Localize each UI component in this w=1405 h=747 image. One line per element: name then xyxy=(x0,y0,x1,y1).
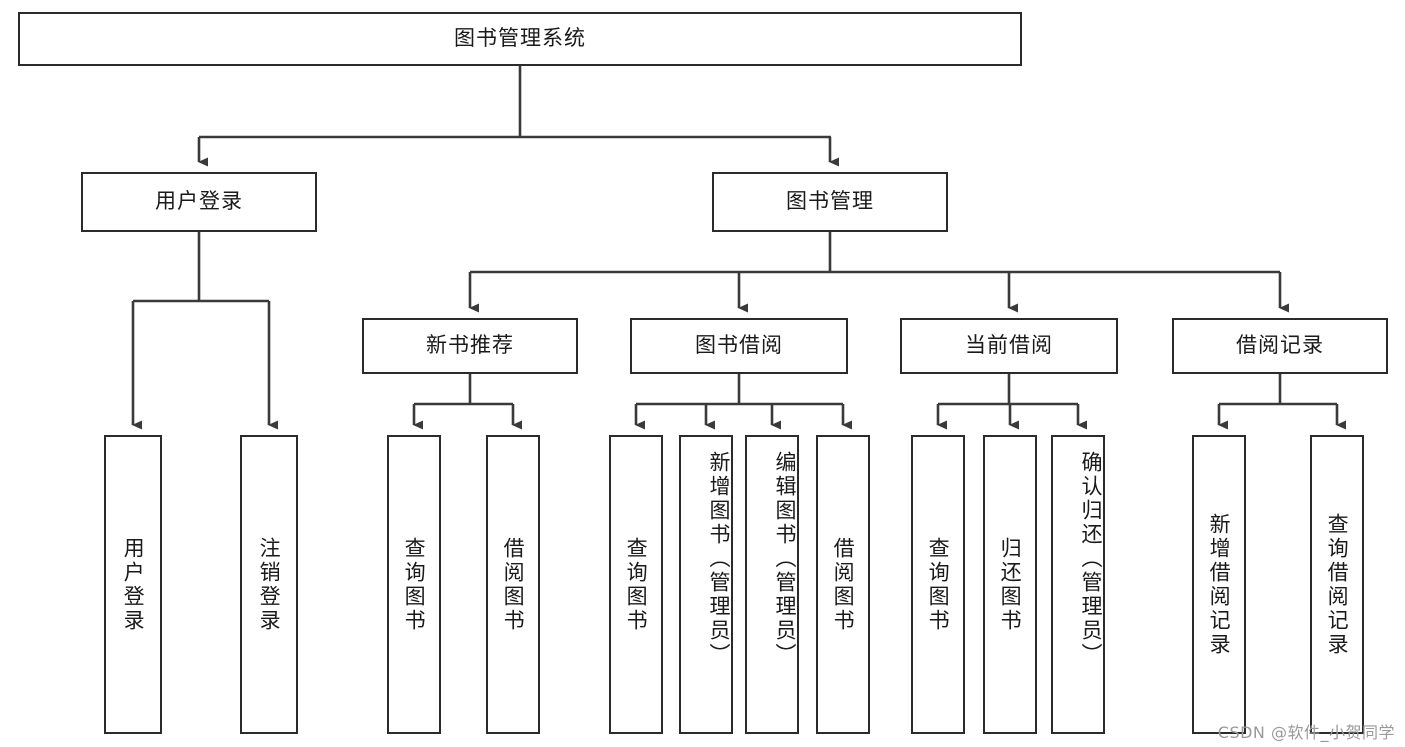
node-leaf-9[interactable]: 归还图书 xyxy=(983,435,1037,734)
node-leaf-5[interactable]: 新增图书（管理员） xyxy=(679,435,733,734)
node-leaf-11[interactable]: 新增借阅记录 xyxy=(1192,435,1246,734)
node-leaf-7[interactable]: 借阅图书 xyxy=(816,435,870,734)
node-level3-0[interactable]: 新书推荐 xyxy=(362,318,578,374)
node-level3-2[interactable]: 当前借阅 xyxy=(900,318,1118,374)
node-level2-1[interactable]: 图书管理 xyxy=(712,172,948,232)
node-leaf-3[interactable]: 借阅图书 xyxy=(486,435,540,734)
node-root-system[interactable]: 图书管理系统 xyxy=(18,12,1022,66)
node-leaf-0[interactable]: 用户登录 xyxy=(104,435,162,734)
node-level3-3[interactable]: 借阅记录 xyxy=(1172,318,1388,374)
node-leaf-10[interactable]: 确认归还（管理员） xyxy=(1051,435,1105,734)
node-leaf-1[interactable]: 注销登录 xyxy=(240,435,298,734)
node-leaf-8[interactable]: 查询图书 xyxy=(911,435,965,734)
node-leaf-4[interactable]: 查询图书 xyxy=(609,435,663,734)
node-level2-0[interactable]: 用户登录 xyxy=(81,172,317,232)
csdn-watermark: CSDN @软件_小贺同学 xyxy=(1217,723,1395,742)
node-leaf-6[interactable]: 编辑图书（管理员） xyxy=(745,435,799,734)
node-level3-1[interactable]: 图书借阅 xyxy=(630,318,848,374)
node-leaf-2[interactable]: 查询图书 xyxy=(387,435,441,734)
node-leaf-12[interactable]: 查询借阅记录 xyxy=(1310,435,1364,734)
